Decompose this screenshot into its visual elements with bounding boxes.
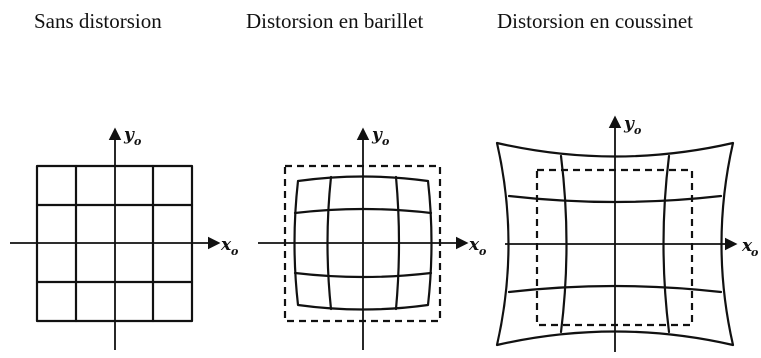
y-axis-subscript: o: [634, 124, 641, 137]
caption-barrel-distortion: Distorsion en barillet: [246, 9, 424, 33]
caption-no-distortion: Sans distorsion: [34, 9, 162, 33]
y-axis-subscript: o: [382, 135, 389, 148]
x-axis-subscript: o: [479, 245, 486, 258]
x-axis-subscript: o: [751, 246, 758, 259]
y-axis-subscript: o: [134, 135, 141, 148]
pincushion-distortion-panel: y o x o: [495, 114, 758, 352]
x-axis-label: x: [741, 236, 753, 256]
barrel-distortion-panel: y o x o: [258, 125, 486, 350]
caption-pincushion-distortion: Distorsion en coussinet: [497, 9, 693, 33]
undistorted-grid-panel: y o x o: [10, 125, 238, 350]
grid-frame: [495, 141, 735, 347]
x-axis-label: x: [220, 235, 232, 255]
y-axis-label: y: [123, 125, 135, 145]
x-axis-label: x: [468, 235, 480, 255]
y-axis-label: y: [623, 114, 635, 134]
grid-frame: [293, 175, 433, 311]
y-axis-label: y: [371, 125, 383, 145]
x-axis-subscript: o: [231, 245, 238, 258]
